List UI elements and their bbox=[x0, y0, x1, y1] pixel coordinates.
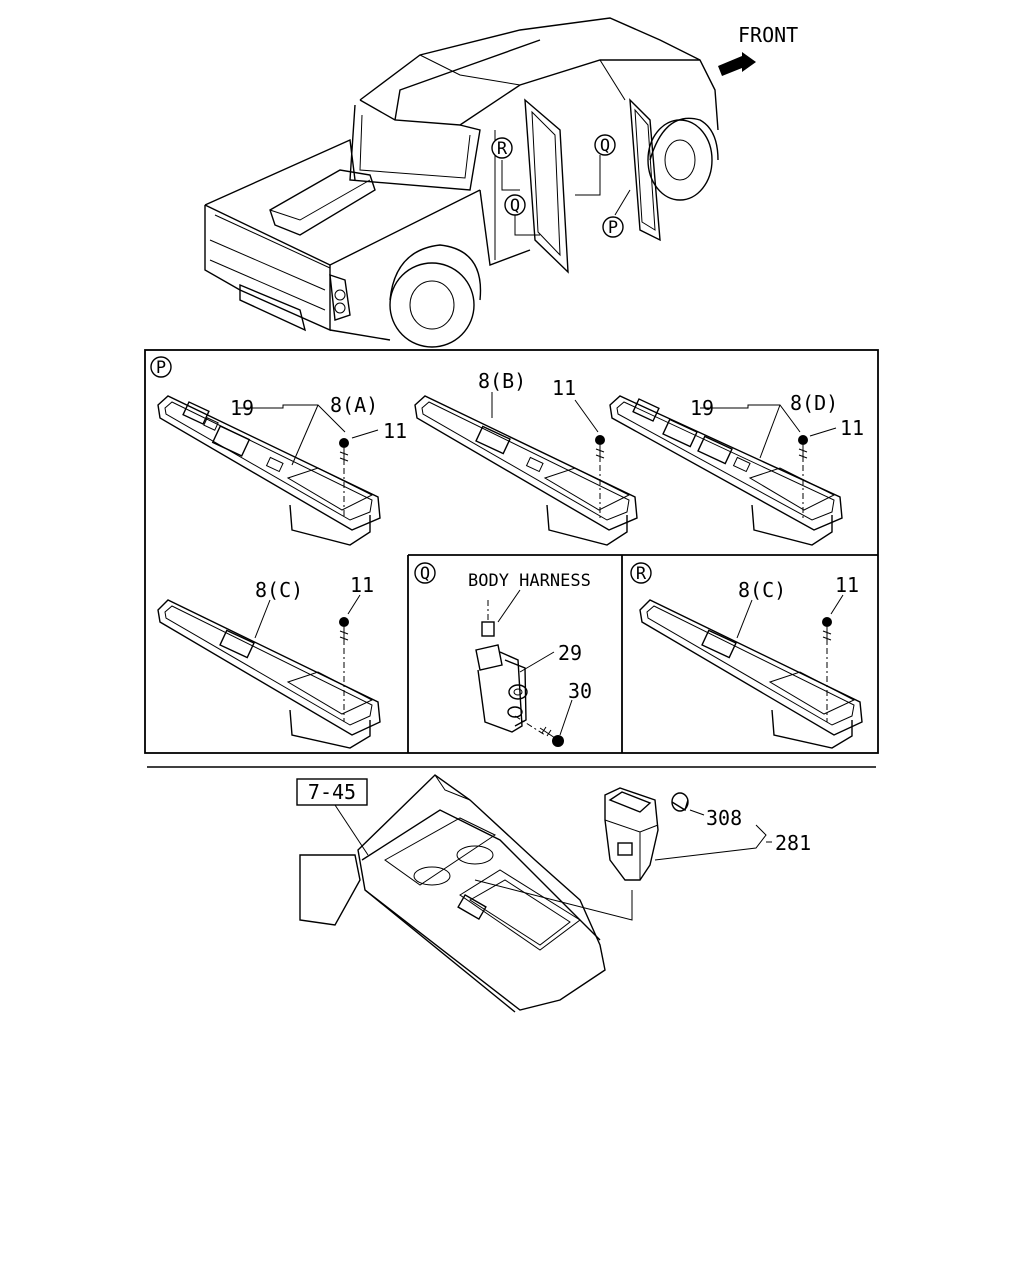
armrest-8a bbox=[157, 395, 381, 546]
front-label: FRONT bbox=[738, 23, 798, 47]
leader-body-harness bbox=[497, 589, 521, 623]
part-19-d-label: 19 bbox=[690, 396, 714, 420]
part-11-b-label: 11 bbox=[552, 376, 576, 400]
leader-11-a bbox=[351, 429, 379, 439]
pickup-truck-illustration bbox=[204, 17, 719, 348]
leader-11-d bbox=[809, 427, 837, 437]
screw-30 bbox=[514, 715, 564, 747]
screw-11-d bbox=[798, 435, 808, 518]
screw-11-b bbox=[595, 435, 605, 518]
door-switch-29 bbox=[475, 644, 528, 733]
part-11-d-label: 11 bbox=[840, 416, 864, 440]
leader-7-45 bbox=[334, 804, 369, 856]
part-8c-p-label: 8(C) bbox=[255, 578, 303, 602]
svg-text:Q: Q bbox=[600, 136, 610, 156]
part-11-c-p-label: 11 bbox=[350, 573, 374, 597]
screw-11-a bbox=[339, 438, 349, 518]
leader-8c-p bbox=[254, 599, 271, 639]
armrest-8c-p bbox=[157, 599, 381, 749]
svg-text:Q: Q bbox=[420, 564, 430, 584]
leader-11-c-p bbox=[347, 594, 361, 615]
part-19-a-label: 19 bbox=[230, 396, 254, 420]
leader-19-d bbox=[700, 404, 801, 433]
truck-callout-r: R bbox=[491, 137, 513, 159]
panel-r-marker: R bbox=[630, 562, 652, 584]
panel-q-marker: Q bbox=[414, 562, 436, 584]
part-281-label: 281 bbox=[775, 831, 811, 855]
svg-text:R: R bbox=[636, 564, 647, 584]
leader-11-b bbox=[574, 399, 599, 433]
truck-callout-q-rear: Q bbox=[504, 194, 526, 216]
svg-text:R: R bbox=[497, 139, 508, 159]
part-11-a-label: 11 bbox=[383, 419, 407, 443]
leader-29 bbox=[519, 651, 555, 673]
body-harness-label: BODY HARNESS bbox=[468, 571, 591, 591]
detail-panels-frame bbox=[144, 349, 879, 754]
leader-308 bbox=[689, 809, 705, 816]
truck-callout-p: P bbox=[602, 216, 624, 238]
part-8a-label: 8(A) bbox=[330, 393, 378, 417]
leader-8d bbox=[759, 404, 781, 459]
leader-8a bbox=[291, 404, 319, 466]
armrest-8c-r bbox=[639, 599, 863, 749]
panel-p-marker: P bbox=[150, 356, 172, 378]
ref-box-7-45: 7-45 bbox=[296, 778, 368, 806]
part-308-label: 308 bbox=[706, 806, 742, 830]
part-8d-label: 8(D) bbox=[790, 391, 838, 415]
part-11-c-r-label: 11 bbox=[835, 573, 859, 597]
leader-281 bbox=[654, 824, 767, 861]
screw-11-c-p bbox=[339, 617, 349, 722]
leader-30 bbox=[559, 699, 573, 736]
leader-11-c-r bbox=[830, 594, 844, 615]
screw-11-c-r bbox=[822, 617, 832, 722]
svg-text:Q: Q bbox=[510, 196, 520, 216]
console-switch-281 bbox=[604, 787, 659, 881]
part-8c-r-label: 8(C) bbox=[738, 578, 786, 602]
svg-text:P: P bbox=[608, 218, 618, 238]
svg-text:P: P bbox=[156, 358, 166, 378]
part-30-label: 30 bbox=[568, 679, 592, 703]
leader-19-a bbox=[238, 404, 346, 433]
center-console bbox=[299, 774, 606, 1013]
harness-connector bbox=[481, 600, 495, 637]
part-8b-label: 8(B) bbox=[478, 369, 526, 393]
leader-281-location bbox=[474, 879, 633, 921]
truck-callout-q-front: Q bbox=[594, 134, 616, 156]
armrest-8b bbox=[414, 395, 638, 546]
front-arrow-icon bbox=[718, 52, 756, 76]
part-29-label: 29 bbox=[558, 641, 582, 665]
svg-text:7-45: 7-45 bbox=[308, 780, 356, 804]
clip-308 bbox=[671, 792, 689, 812]
leader-8c-r bbox=[736, 599, 753, 639]
armrest-8d bbox=[609, 395, 843, 546]
